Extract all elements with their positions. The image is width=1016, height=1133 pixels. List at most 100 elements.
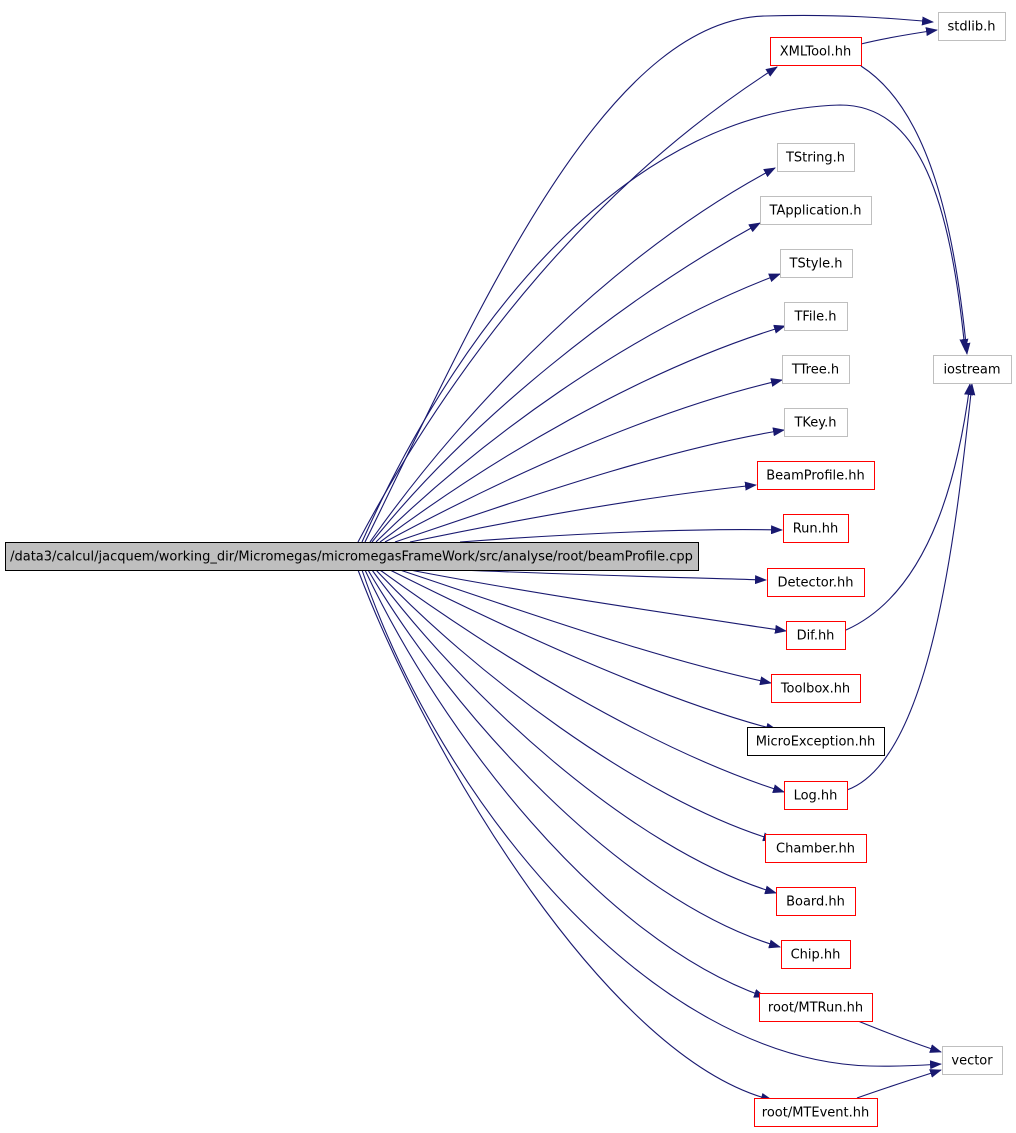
node-chip[interactable]: Chip.hh bbox=[781, 940, 851, 969]
node-box bbox=[747, 727, 885, 756]
node-box bbox=[942, 1046, 1003, 1075]
node-box bbox=[770, 37, 862, 66]
edge-root-to-board bbox=[371, 569, 777, 895]
node-tstyle: TStyle.h bbox=[780, 249, 853, 278]
node-run[interactable]: Run.hh bbox=[783, 514, 849, 543]
node-label: stdlib.h bbox=[948, 20, 996, 35]
node-box bbox=[783, 514, 849, 543]
node-beamprofile[interactable]: BeamProfile.hh bbox=[757, 461, 875, 490]
node-label: Chip.hh bbox=[791, 948, 841, 963]
edge-root-to-vector bbox=[361, 569, 942, 1070]
node-tstring: TString.h bbox=[777, 143, 855, 172]
edge-root-to-ttree bbox=[384, 378, 783, 543]
node-box bbox=[938, 12, 1006, 41]
node-box bbox=[757, 461, 875, 490]
node-log[interactable]: Log.hh bbox=[784, 781, 848, 810]
node-box bbox=[776, 887, 856, 916]
node-label: TKey.h bbox=[793, 416, 836, 431]
node-iostream: iostream bbox=[933, 355, 1012, 384]
node-box bbox=[754, 1098, 878, 1127]
node-box bbox=[759, 993, 873, 1022]
node-root[interactable]: /data3/calcul/jacquem/working_dir/Microm… bbox=[5, 542, 699, 571]
node-box bbox=[786, 621, 846, 650]
node-label: Dif.hh bbox=[797, 629, 835, 644]
edge-root-to-mtevent bbox=[357, 569, 773, 1102]
edge-root-to-microexception bbox=[389, 569, 778, 732]
node-box bbox=[782, 355, 850, 384]
node-box bbox=[781, 940, 851, 969]
node-label: Detector.hh bbox=[777, 576, 853, 591]
edge-root-to-xmltool bbox=[357, 66, 778, 543]
edge-root-to-beamprofile bbox=[409, 481, 757, 543]
edge-root-to-detector bbox=[459, 569, 767, 585]
node-label: Board.hh bbox=[786, 895, 845, 910]
node-box bbox=[777, 143, 855, 172]
edge-dif-to-iostream bbox=[845, 383, 974, 631]
nodes: /data3/calcul/jacquem/working_dir/Microm… bbox=[5, 12, 1012, 1127]
node-label: vector bbox=[951, 1054, 993, 1069]
edge-root-to-run bbox=[459, 525, 783, 543]
node-label: TTree.h bbox=[791, 363, 839, 378]
node-label: TString.h bbox=[785, 151, 845, 166]
node-label: root/MTEvent.hh bbox=[762, 1106, 869, 1121]
edge-root-to-toolbox bbox=[399, 569, 772, 686]
node-box bbox=[784, 408, 848, 437]
node-mtrun[interactable]: root/MTRun.hh bbox=[759, 993, 873, 1022]
edge-root-to-mtrun bbox=[364, 569, 766, 998]
node-label: BeamProfile.hh bbox=[766, 469, 865, 484]
edge-root-to-chamber bbox=[375, 569, 775, 842]
node-label: Run.hh bbox=[793, 522, 839, 537]
edge-mtrun-to-vector bbox=[857, 1020, 942, 1053]
node-box bbox=[767, 568, 865, 597]
node-box bbox=[780, 249, 853, 278]
node-label: Chamber.hh bbox=[776, 842, 855, 857]
edge-root-to-tfile bbox=[379, 324, 786, 543]
node-toolbox[interactable]: Toolbox.hh bbox=[771, 674, 861, 703]
edge-xmltool-to-iostream bbox=[860, 65, 971, 355]
node-stdlib: stdlib.h bbox=[938, 12, 1006, 41]
node-label: MicroException.hh bbox=[756, 735, 876, 750]
edge-root-to-tstring bbox=[369, 167, 776, 543]
edge-root-to-iostream bbox=[361, 104, 969, 543]
node-box bbox=[760, 196, 872, 225]
node-microexception[interactable]: MicroException.hh bbox=[747, 727, 885, 756]
node-detector[interactable]: Detector.hh bbox=[767, 568, 865, 597]
node-vector: vector bbox=[942, 1046, 1003, 1075]
node-label: TFile.h bbox=[793, 310, 836, 325]
edge-root-to-dif bbox=[409, 569, 787, 634]
node-box bbox=[5, 542, 699, 571]
node-board[interactable]: Board.hh bbox=[776, 887, 856, 916]
node-tfile: TFile.h bbox=[784, 302, 848, 331]
node-label: XMLTool.hh bbox=[780, 45, 851, 60]
edge-root-to-chip bbox=[367, 569, 781, 949]
node-dif[interactable]: Dif.hh bbox=[786, 621, 846, 650]
node-box bbox=[765, 834, 867, 863]
edge-root-to-tstyle bbox=[375, 273, 781, 543]
node-label: iostream bbox=[943, 363, 1000, 378]
edge-root-to-tkey bbox=[394, 427, 785, 543]
node-label: /data3/calcul/jacquem/working_dir/Microm… bbox=[10, 550, 693, 565]
node-box bbox=[784, 302, 848, 331]
node-tkey: TKey.h bbox=[784, 408, 848, 437]
node-box bbox=[771, 674, 861, 703]
node-label: Toolbox.hh bbox=[780, 682, 850, 697]
edge-mtevent-to-vector bbox=[856, 1069, 942, 1099]
edge-xmltool-to-stdlib bbox=[860, 27, 938, 45]
node-label: Log.hh bbox=[794, 789, 838, 804]
edge-root-to-log bbox=[379, 569, 785, 794]
node-ttree: TTree.h bbox=[782, 355, 850, 384]
edge-root-to-stdlib bbox=[364, 14, 934, 543]
node-tapplication: TApplication.h bbox=[760, 196, 872, 225]
node-label: TApplication.h bbox=[769, 204, 862, 219]
node-box bbox=[933, 355, 1012, 384]
node-mtevent[interactable]: root/MTEvent.hh bbox=[754, 1098, 878, 1127]
node-chamber[interactable]: Chamber.hh bbox=[765, 834, 867, 863]
node-label: root/MTRun.hh bbox=[768, 1001, 863, 1016]
node-xmltool[interactable]: XMLTool.hh bbox=[770, 37, 862, 66]
edge-root-to-tapplication bbox=[371, 222, 761, 543]
edge-log-to-iostream bbox=[846, 383, 976, 791]
node-label: TStyle.h bbox=[789, 257, 843, 272]
edges bbox=[357, 14, 976, 1102]
node-box bbox=[784, 781, 848, 810]
